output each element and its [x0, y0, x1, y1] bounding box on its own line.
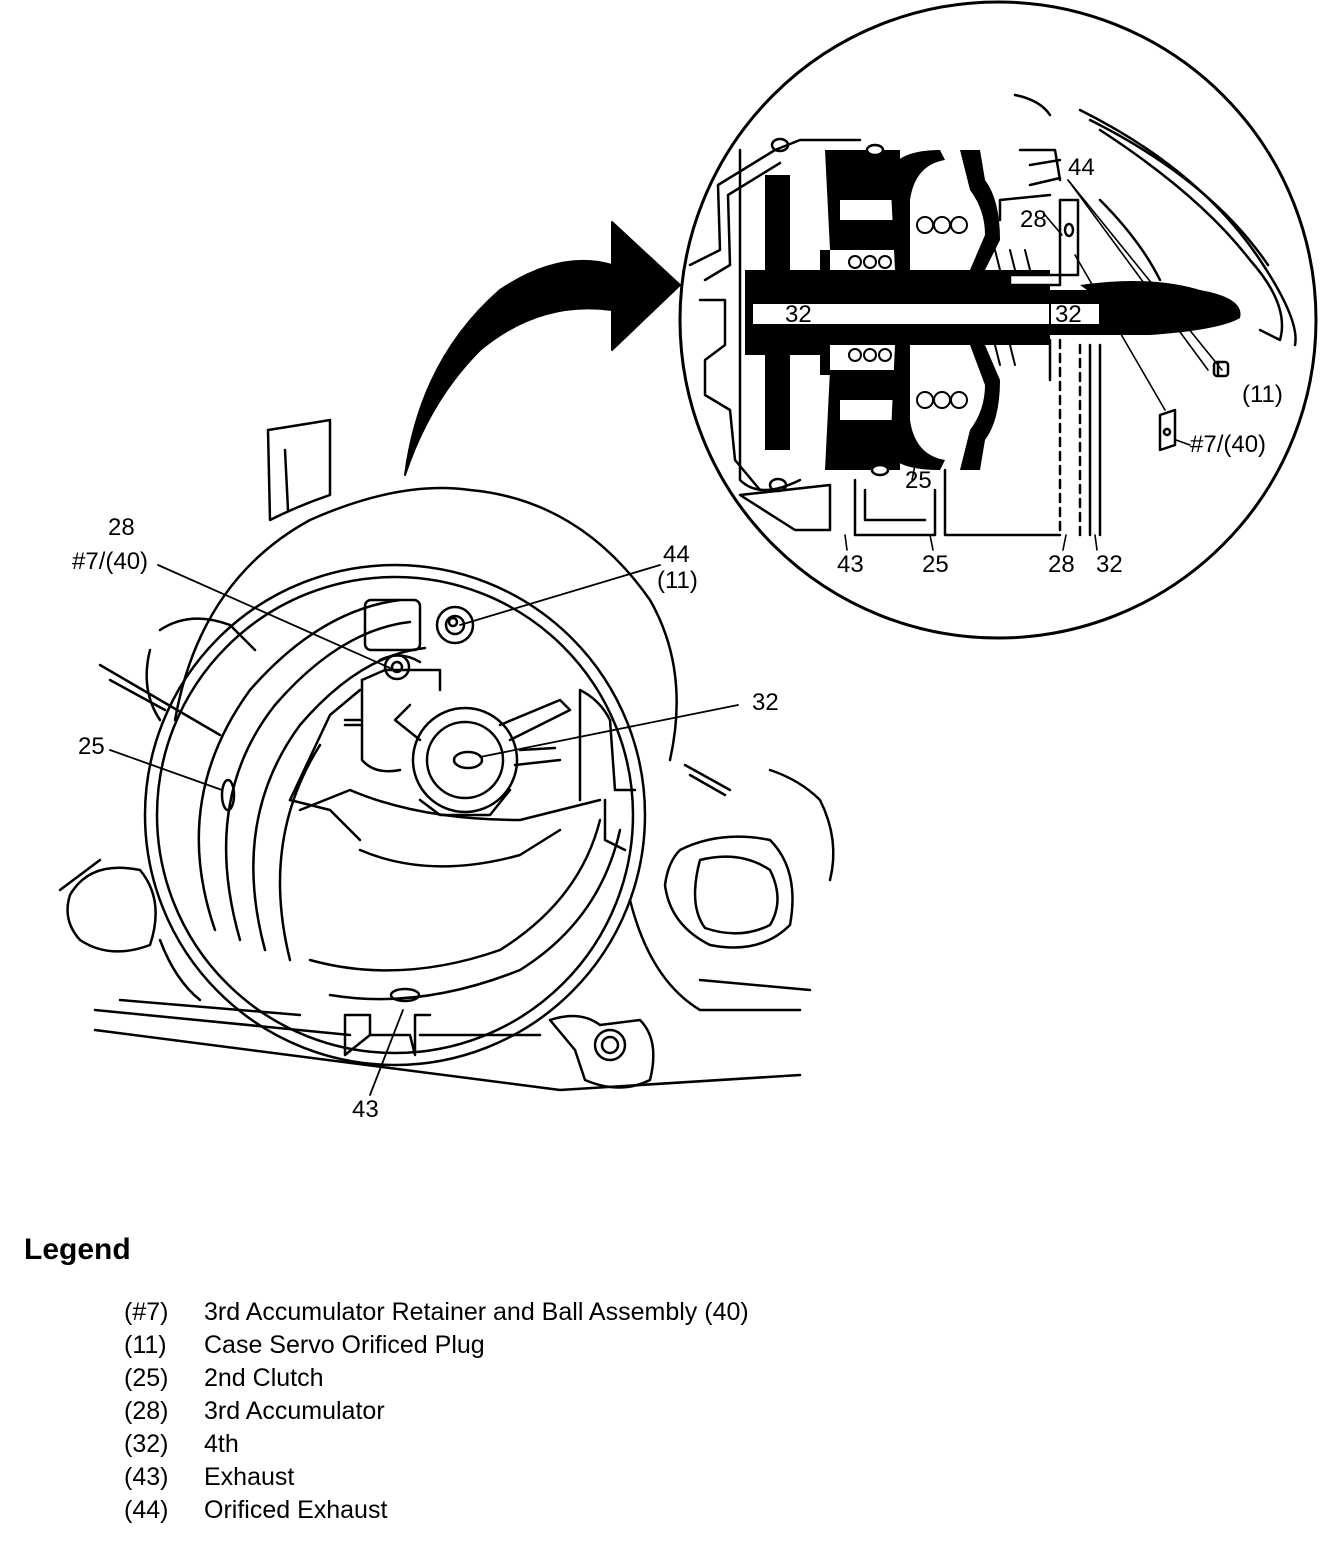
callout-28-detail: 28	[1020, 206, 1047, 233]
legend-label: 2nd Clutch	[204, 1364, 324, 1392]
magnify-arrow	[404, 221, 681, 476]
legend-title: Legend	[24, 1233, 131, 1266]
callout-7-40-detail: #7/(40)	[1190, 431, 1266, 458]
legend-label: 3rd Accumulator Retainer and Ball Assemb…	[204, 1298, 749, 1326]
callout-7-40-overview: #7/(40)	[72, 548, 148, 575]
callout-11-overview: (11)	[657, 567, 698, 594]
callout-28-detail-bottom: 28	[1048, 551, 1075, 578]
detail-callouts: 44 28 32 32 (11) #7/(40) 25 43 25 28 32	[785, 154, 1283, 578]
legend-item: (25) 2nd Clutch	[124, 1362, 749, 1395]
overview-callouts: 28 #7/(40) 44 (11) 32 25 43	[72, 514, 779, 1123]
legend-code: (43)	[124, 1463, 169, 1491]
legend-code: (#7)	[124, 1298, 169, 1326]
callout-44-detail: 44	[1068, 154, 1095, 181]
legend-code: (44)	[124, 1496, 169, 1524]
callout-11-detail: (11)	[1242, 381, 1283, 408]
legend-item: (43) Exhaust	[124, 1461, 749, 1494]
legend-label: Exhaust	[204, 1463, 295, 1491]
callout-25-detail: 25	[922, 551, 949, 578]
transmission-diagram: 28 #7/(40) 44 (11) 32 25 43 44 28 32 32 …	[58, 0, 1318, 1123]
legend-code: (32)	[124, 1430, 169, 1458]
callout-32-overview: 32	[752, 689, 779, 716]
legend-item: (44) Orificed Exhaust	[124, 1494, 749, 1527]
callout-32-detail-right: 32	[1055, 301, 1082, 328]
callout-25-detail-inner: 25	[905, 467, 932, 494]
legend-code: (28)	[124, 1397, 169, 1425]
case-overview	[58, 418, 835, 1096]
detail-magnified-view	[678, 0, 1318, 640]
legend-label: 4th	[204, 1430, 239, 1458]
legend-label: 3rd Accumulator	[204, 1397, 385, 1425]
callout-32-detail-bottom: 32	[1096, 551, 1123, 578]
callout-44-overview: 44	[663, 541, 690, 568]
legend-item: (11) Case Servo Orificed Plug	[124, 1329, 749, 1362]
legend-item: (28) 3rd Accumulator	[124, 1395, 749, 1428]
legend-item: (32) 4th	[124, 1428, 749, 1461]
legend-list: (#7) 3rd Accumulator Retainer and Ball As…	[124, 1296, 749, 1527]
legend-label: Orificed Exhaust	[204, 1496, 388, 1524]
legend-label: Case Servo Orificed Plug	[204, 1331, 485, 1359]
callout-43-detail: 43	[837, 551, 864, 578]
callout-43-overview: 43	[352, 1096, 379, 1123]
callout-32-detail-left: 32	[785, 301, 812, 328]
legend-item: (#7) 3rd Accumulator Retainer and Ball As…	[124, 1296, 749, 1329]
callout-28-overview: 28	[108, 514, 135, 541]
legend-code: (11)	[124, 1331, 167, 1359]
legend-code: (25)	[124, 1364, 169, 1392]
callout-25-overview: 25	[78, 733, 105, 760]
